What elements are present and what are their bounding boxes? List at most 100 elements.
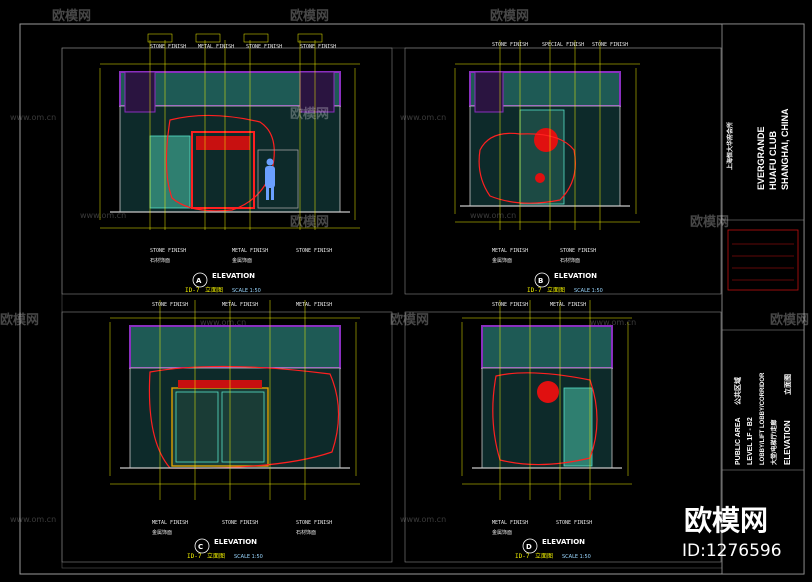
tag-label: 金属饰面 [492,257,512,264]
title-bubble [192,272,208,288]
watermark-layer: 欧模网 欧模网 欧模网 欧模网 欧模网 欧模网 欧模网 欧模网 欧模网 www.… [0,8,809,561]
elevation-title: ELEVATION [214,538,257,546]
callout-tags-bottom: METAL FINISH STONE FINISH 金属饰面 石材饰面 [492,248,596,264]
watermark-brand-large: 欧模网 [684,504,768,537]
watermark-brand: 欧模网 [770,312,809,328]
elevation-d: STONE FINISH METAL FINISH METAL FINISH S… [461,300,632,560]
glass-panel [563,387,593,467]
tag-label: STONE FINISH [592,42,628,48]
glass-panel [149,135,191,209]
revision-cloud [478,132,576,204]
door-header [178,380,262,388]
ceiling-band [481,325,613,369]
watermark-url: www.om.cn [80,211,126,220]
tag-label: STONE FINISH [300,44,336,50]
revision-cloud [165,114,275,212]
callout-tags-bottom: STONE FINISH METAL FINISH STONE FINISH 石… [150,248,332,264]
watermark-url: www.om.cn [590,318,636,327]
elevation-ref: ID-7 [187,553,202,560]
dimension-lines [454,40,640,230]
panel-frame-c [61,311,393,563]
tag-label: 金属饰面 [152,529,172,536]
elevation-title-b: B ELEVATION ID-7 立面图 SCALE 1:50 [527,272,603,294]
door-leaf-left [175,391,219,463]
panel-frame-a [61,47,393,295]
column-left [124,71,156,113]
watermark-brand: 欧模网 [0,312,39,328]
tag-label: METAL FINISH [222,302,258,308]
tag-label: STONE FINISH [222,520,258,526]
watermark-brand: 欧模网 [490,8,529,24]
elevation-cn: 立面图 [535,552,553,560]
room-name-cn: 大堂/电梯厅/走廊 [770,420,778,465]
tag-label: METAL FINISH [198,44,234,50]
tag-label: METAL FINISH [296,302,332,308]
watermark-brand: 欧模网 [290,214,329,230]
tag-label: METAL FINISH [550,302,586,308]
callout-tags-top: STONE FINISH METAL FINISH STONE FINISH S… [147,33,336,50]
project-name-line1: EVERGRANDE [756,126,766,190]
tag-label: 金属饰面 [232,257,252,264]
drawing-name: ELEVATION [783,420,792,465]
watermark-brand: 欧模网 [690,214,729,230]
area-name-cn: 公共区域 [733,377,742,405]
watermark-url: www.om.cn [400,113,446,122]
watermark-brand: 欧模网 [390,312,429,328]
tag-label: METAL FINISH [152,520,188,526]
tag-label: 石材饰面 [150,257,170,264]
watermark-url: www.om.cn [400,515,446,524]
dimension-lines [109,300,360,500]
red-feature [534,128,558,152]
elevation-cn: 立面图 [205,286,223,294]
tag-label: 石材饰面 [296,529,316,536]
drawing-name-cn: 立面图 [783,374,792,395]
project-name-cn: 上海恒大华府会所 [726,122,734,170]
elevation-id: B [538,277,543,285]
elevation-ref: ID-7 [515,553,530,560]
callout-tags-top: STONE FINISH SPECIAL FINISH STONE FINISH [492,42,628,48]
callout-tags-top: STONE FINISH METAL FINISH METAL FINISH [152,302,332,308]
red-feature [537,381,559,403]
elevation-title: ELEVATION [212,272,255,280]
watermark-id: ID:1276596 [682,541,782,561]
watermark-url: www.om.cn [200,318,246,327]
human-figure [265,158,275,200]
area-name: PUBLIC AREA [735,417,742,465]
elevation-cn: 立面图 [207,552,225,560]
feature-door [191,131,255,209]
elevation-id: D [526,543,532,551]
tag-label: STONE FINISH [492,302,528,308]
title-bubble [522,538,538,554]
watermark-url: www.om.cn [470,211,516,220]
tag-label: STONE FINISH [556,520,592,526]
tag-label: STONE FINISH [492,42,528,48]
elevation-title: ELEVATION [554,272,597,280]
title-bubble [194,538,210,554]
dimension-lines [461,300,632,500]
red-detail [535,173,545,183]
elevation-title-c: C ELEVATION ID-7 立面图 SCALE 1:50 [187,538,263,560]
column-left [474,71,504,113]
cabinet-panel [519,109,565,205]
watermark-url: www.om.cn [10,515,56,524]
elevation-title-a: A ELEVATION ID-7 立面图 SCALE 1:50 [185,272,261,294]
callout-tags-top: STONE FINISH METAL FINISH [492,302,586,308]
elevation-id: A [196,277,202,285]
tag-label: STONE FINISH [246,44,282,50]
callout-tags-bottom: METAL FINISH STONE FINISH 金属饰面 [492,520,592,536]
tag-label: STONE FINISH [560,248,596,254]
tag-label: METAL FINISH [232,248,268,254]
watermark-brand: 欧模网 [290,8,329,24]
tag-label: SPECIAL FINISH [542,42,584,48]
project-name-line3: SHANGHAI, CHINA [780,108,790,190]
title-block: EVERGRANDE HUAFU CLUB SHANGHAI, CHINA PU… [721,23,805,575]
tag-label: STONE FINISH [150,44,186,50]
elevation-title: ELEVATION [542,538,585,546]
elevation-a: STONE FINISH METAL FINISH STONE FINISH S… [99,33,360,294]
title-bubble [534,272,550,288]
elevation-title-d: D ELEVATION ID-7 立面图 SCALE 1:50 [515,538,591,560]
panel-frame-d [404,311,722,563]
room-name: LOBBY/LIFT LOBBY/CORRIDOR [760,372,766,465]
elevation-scale: SCALE 1:50 [574,288,603,294]
